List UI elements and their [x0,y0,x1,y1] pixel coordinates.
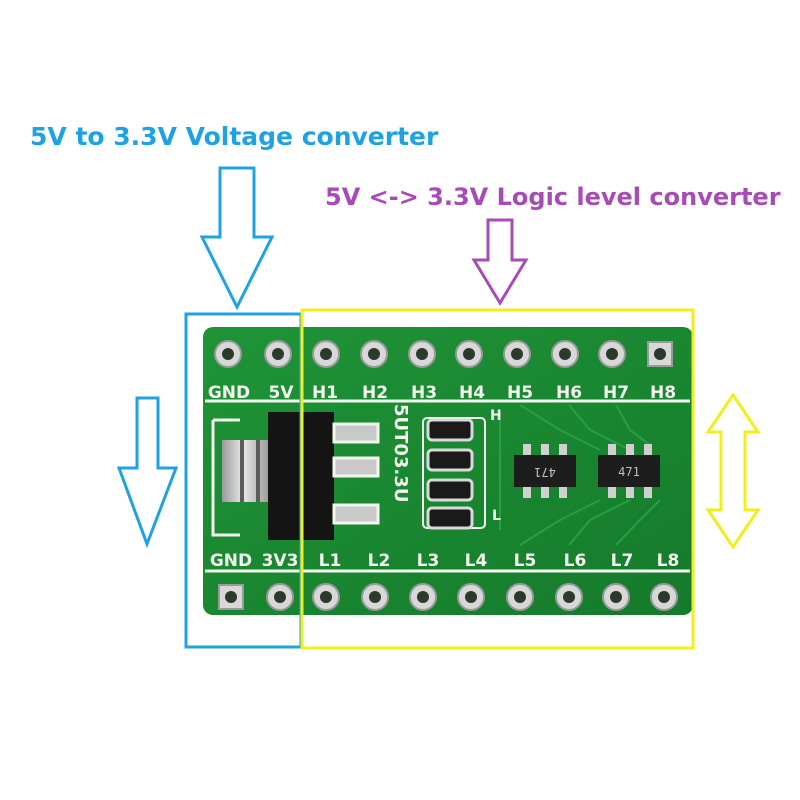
bottom-pin-pad-hole [320,591,332,603]
resistor-array [422,417,486,530]
bottom-pin-pads [218,583,678,611]
pin-label-h5: H5 [507,383,533,403]
pin-label-l5: L5 [514,551,537,571]
pin-label-h1: H1 [312,383,338,403]
pin-label-h4: H4 [459,383,485,403]
bottom-pin-labels: GND 3V3 L1 L2 L3 L4 L5 L6 L7 L8 [210,551,679,571]
regulator-outline [211,420,240,537]
logic-converter-label: 5V <-> 3.3V Logic level converter [325,183,781,211]
pin-label-gnd-top: GND [208,383,250,403]
mosfet-chip-2 [598,444,660,498]
regulator-marking: 5UT03.3U [390,404,411,502]
regulator-legs [332,422,380,525]
pin-label-l8: L8 [657,551,680,571]
marking-h: H [490,408,502,424]
pin-label-5v: 5V [269,383,295,403]
top-pin-pad-hole [606,348,618,360]
bottom-pin-pad-hole [225,591,237,603]
bottom-pin-pad-hole [369,591,381,603]
logic-converter-box [300,308,695,650]
top-pin-labels: GND 5V H1 H2 H3 H4 H5 H6 H7 H8 [208,383,676,403]
mosfet-chip-1 [514,444,576,498]
top-pin-pad-hole [272,348,284,360]
pin-label-h7: H7 [603,383,629,403]
bottom-pin-pad-hole [610,591,622,603]
pin-label-h3: H3 [411,383,437,403]
bottom-pin-pad-hole [658,591,670,603]
output-down-arrow-icon [116,396,179,549]
bottom-pin-pad-hole [514,591,526,603]
logic-down-arrow-icon [471,218,529,306]
bidirectional-arrow-icon [705,392,761,550]
bottom-pin-pad-hole [274,591,286,603]
top-pin-pad-hole [654,348,666,360]
top-pin-pad-hole [463,348,475,360]
pin-label-gnd-bottom: GND [210,551,252,571]
bottom-pin-pad-hole [465,591,477,603]
pin-label-3v3: 3V3 [262,551,299,571]
top-pin-pad-hole [368,348,380,360]
pin-label-h8: H8 [650,383,676,403]
top-pin-pads [214,340,673,368]
top-pin-pad-hole [416,348,428,360]
pin-label-l2: L2 [368,551,391,571]
chip-1-marking: 471 [534,465,556,479]
pin-label-l6: L6 [564,551,587,571]
top-pin-pad-hole [511,348,523,360]
pcb-traces [499,404,661,546]
voltage-down-arrow-icon [199,166,275,311]
pin-label-l3: L3 [417,551,440,571]
pin-label-l1: L1 [319,551,342,571]
marking-l: L [492,508,501,524]
pin-label-h6: H6 [556,383,582,403]
top-pin-pad-hole [559,348,571,360]
top-pin-pad-hole [320,348,332,360]
top-pin-pad-hole [222,348,234,360]
pin-label-h2: H2 [362,383,388,403]
pin-label-l7: L7 [611,551,634,571]
pin-label-l4: L4 [465,551,488,571]
voltage-converter-label: 5V to 3.3V Voltage converter [30,122,439,151]
regulator-tab [222,440,274,502]
chip-2-marking: 471 [618,465,640,479]
bottom-pin-pad-hole [417,591,429,603]
bottom-pin-pad-hole [563,591,575,603]
